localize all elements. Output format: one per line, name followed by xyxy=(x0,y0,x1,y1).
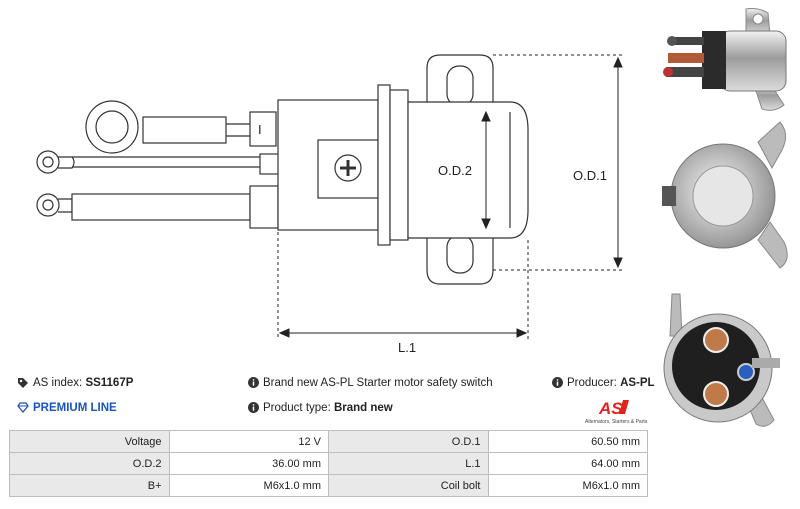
spec-key: L.1 xyxy=(328,452,489,475)
product-type: Product type: Brand new xyxy=(248,402,393,414)
technical-drawing: O.D.2 O.D.1 L.1 I xyxy=(36,54,625,355)
as-index: AS index: SS1167P xyxy=(17,377,133,389)
as-index-value: SS1167P xyxy=(85,377,134,390)
l1-label: L.1 xyxy=(398,340,416,355)
terminal-mark: I xyxy=(258,122,262,137)
premium-line: PREMIUM LINE xyxy=(17,402,117,414)
spec-key: Voltage xyxy=(9,430,170,453)
description-text: Brand new AS-PL Starter motor safety swi… xyxy=(263,377,493,389)
table-row: B+ M6x1.0 mm Coil bolt M6x1.0 mm xyxy=(9,474,648,497)
spec-key: O.D.2 xyxy=(9,452,170,475)
od1-label: O.D.1 xyxy=(573,168,607,183)
info-icon xyxy=(248,402,259,414)
description: Brand new AS-PL Starter motor safety swi… xyxy=(248,377,493,389)
table-row: O.D.2 36.00 mm L.1 64.00 mm xyxy=(9,452,648,475)
product-photo-side xyxy=(663,8,787,111)
info-icon xyxy=(552,377,563,389)
product-type-value: Brand new xyxy=(333,402,393,414)
spec-key: B+ xyxy=(9,474,170,497)
table-row: Voltage 12 V O.D.1 60.50 mm xyxy=(9,430,648,453)
spec-table: Voltage 12 V O.D.1 60.50 mm O.D.2 36.00 … xyxy=(9,430,648,497)
producer-label: Producer: xyxy=(567,377,617,389)
producer-value: AS-PL xyxy=(620,377,655,389)
as-index-label: AS index: xyxy=(33,377,83,390)
spec-value: 36.00 mm xyxy=(168,452,329,475)
premium-line-label: PREMIUM LINE xyxy=(33,402,117,414)
od2-label: O.D.2 xyxy=(438,163,472,178)
spec-value: 64.00 mm xyxy=(487,452,648,475)
svg-text:Alternators, Starters & Parts: Alternators, Starters & Parts xyxy=(585,419,648,425)
spec-value: M6x1.0 mm xyxy=(487,474,648,497)
svg-text:AS: AS xyxy=(598,399,623,418)
spec-value: 60.50 mm xyxy=(487,430,648,453)
info-icon xyxy=(248,377,259,389)
producer: Producer: AS-PL xyxy=(552,377,655,389)
spec-value: 12 V xyxy=(168,430,329,453)
diamond-icon xyxy=(17,402,29,414)
spec-key: O.D.1 xyxy=(328,430,489,453)
product-photo-terminals xyxy=(663,293,780,427)
product-photo-front xyxy=(662,121,788,269)
product-type-label: Product type: xyxy=(263,402,331,414)
spec-value: M6x1.0 mm xyxy=(168,474,329,497)
tag-icon xyxy=(18,378,28,388)
as-pl-logo: AS Alternators, Starters & Parts xyxy=(585,399,648,425)
spec-key: Coil bolt xyxy=(328,474,489,497)
